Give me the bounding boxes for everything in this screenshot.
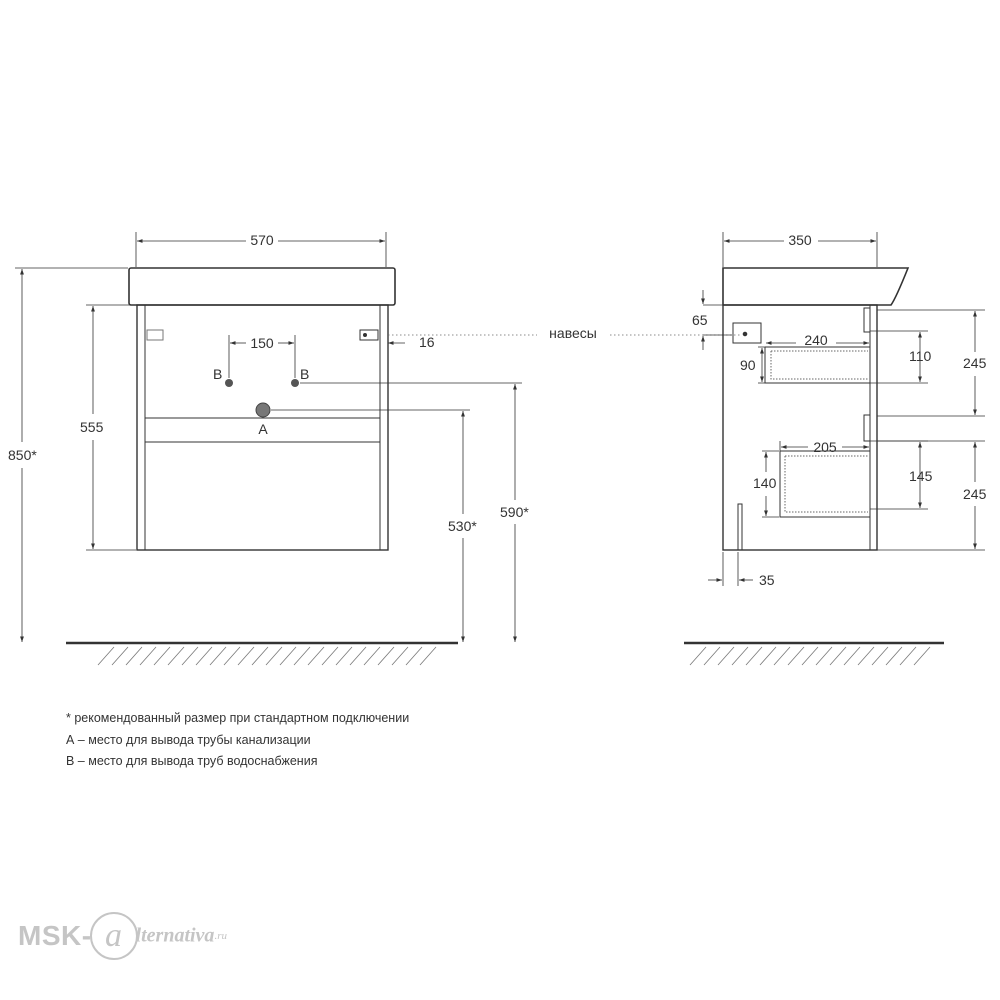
label-tap-left: B — [213, 366, 222, 382]
hatch-line — [885, 646, 903, 666]
hatch-line — [913, 646, 931, 666]
label-drawer-bottom-height: 145 — [909, 468, 933, 484]
logo-letter: a — [105, 917, 123, 954]
hatch-line — [391, 646, 409, 666]
notes-list: * рекомендованный размер при стандартном… — [66, 708, 409, 773]
hatch-line — [815, 646, 833, 666]
hatch-line — [349, 646, 367, 666]
label-plinth: 35 — [759, 572, 775, 588]
hatch-line — [195, 646, 213, 666]
floor-hatch-side — [689, 646, 931, 666]
label-tap-right: B — [300, 366, 309, 382]
hatch-line — [419, 646, 437, 666]
watermark-logo: MSK-a lternativa.ru — [18, 912, 227, 962]
hatch-line — [363, 646, 381, 666]
note-water: В – место для вывода труб водоснабжения — [66, 754, 318, 768]
hatch-line — [717, 646, 735, 666]
hatch-line — [97, 646, 115, 666]
hatch-line — [405, 646, 423, 666]
hatch-line — [829, 646, 847, 666]
tap-hole-right — [291, 379, 299, 387]
note-recommended: * рекомендованный размер при стандартном… — [66, 711, 410, 725]
hatch-line — [167, 646, 185, 666]
floor-hatch-front — [97, 646, 437, 666]
hatch-line — [871, 646, 889, 666]
hatch-line — [111, 646, 129, 666]
label-drawer-bottom-depth: 205 — [813, 439, 837, 455]
hatch-line — [139, 646, 157, 666]
logo-part-3: .ru — [214, 930, 227, 942]
hanger-left — [146, 329, 164, 341]
hatch-line — [209, 646, 227, 666]
label-tap-spacing: 150 — [250, 335, 274, 351]
label-section-top: 245 — [963, 355, 987, 371]
label-front-width: 570 — [250, 232, 274, 248]
label-side-depth: 350 — [788, 232, 812, 248]
label-front-body-height: 555 — [80, 419, 104, 435]
drawer-top — [764, 346, 870, 384]
label-drawer-top-depth: 240 — [804, 332, 828, 348]
hatch-line — [335, 646, 353, 666]
hatch-line — [843, 646, 861, 666]
hatch-line — [265, 646, 283, 666]
side-dimensions — [701, 232, 985, 586]
hatch-line — [153, 646, 171, 666]
hatch-line — [293, 646, 311, 666]
front-cabinet — [136, 304, 389, 551]
side-view — [722, 267, 910, 551]
label-front-total-height: 850* — [8, 447, 37, 463]
logo-part-2: lternativa — [135, 924, 215, 947]
hatch-line — [279, 646, 297, 666]
hatch-line — [125, 646, 143, 666]
dimension-labels: 570 850* 555 150 B B A 16 530* 590* наве… — [8, 232, 987, 588]
front-drawer-rail — [144, 417, 381, 443]
side-hanger — [732, 322, 762, 344]
label-section-bottom: 245 — [963, 486, 987, 502]
hatch-line — [321, 646, 339, 666]
hatch-line — [857, 646, 875, 666]
label-hanger-height: 65 — [692, 312, 708, 328]
label-drawer-top-front: 90 — [740, 357, 756, 373]
hatch-line — [759, 646, 777, 666]
hatch-line — [307, 646, 325, 666]
label-tap-height: 590* — [500, 504, 529, 520]
hanger-right — [359, 329, 379, 341]
logo-ring: a — [89, 912, 138, 960]
side-cabinet — [722, 304, 878, 551]
side-plinth — [737, 503, 743, 550]
drawer-bottom — [779, 450, 870, 518]
label-drain-height: 530* — [448, 518, 477, 534]
front-basin — [128, 267, 396, 306]
front-view — [128, 267, 396, 551]
hatch-line — [801, 646, 819, 666]
hatch-line — [181, 646, 199, 666]
label-hanger-offset: 16 — [419, 334, 435, 350]
hatch-line — [773, 646, 791, 666]
hatch-line — [237, 646, 255, 666]
hatch-line — [899, 646, 917, 666]
label-drain: A — [258, 421, 268, 437]
hatch-line — [731, 646, 749, 666]
hatch-line — [377, 646, 395, 666]
logo-part-1: MSK- — [18, 920, 92, 951]
label-drawer-top-height: 110 — [909, 348, 932, 364]
hatch-line — [745, 646, 763, 666]
drain-hole — [255, 402, 271, 418]
front-dimensions — [15, 232, 522, 642]
hatch-line — [251, 646, 269, 666]
label-hangers: навесы — [549, 325, 597, 341]
hatch-line — [689, 646, 707, 666]
tap-hole-left — [225, 379, 233, 387]
note-drain: А – место для вывода трубы канализации — [66, 732, 311, 747]
hatch-line — [787, 646, 805, 666]
hatch-line — [703, 646, 721, 666]
label-drawer-bottom-front: 140 — [753, 475, 777, 491]
side-basin — [722, 267, 910, 306]
hatch-line — [223, 646, 241, 666]
